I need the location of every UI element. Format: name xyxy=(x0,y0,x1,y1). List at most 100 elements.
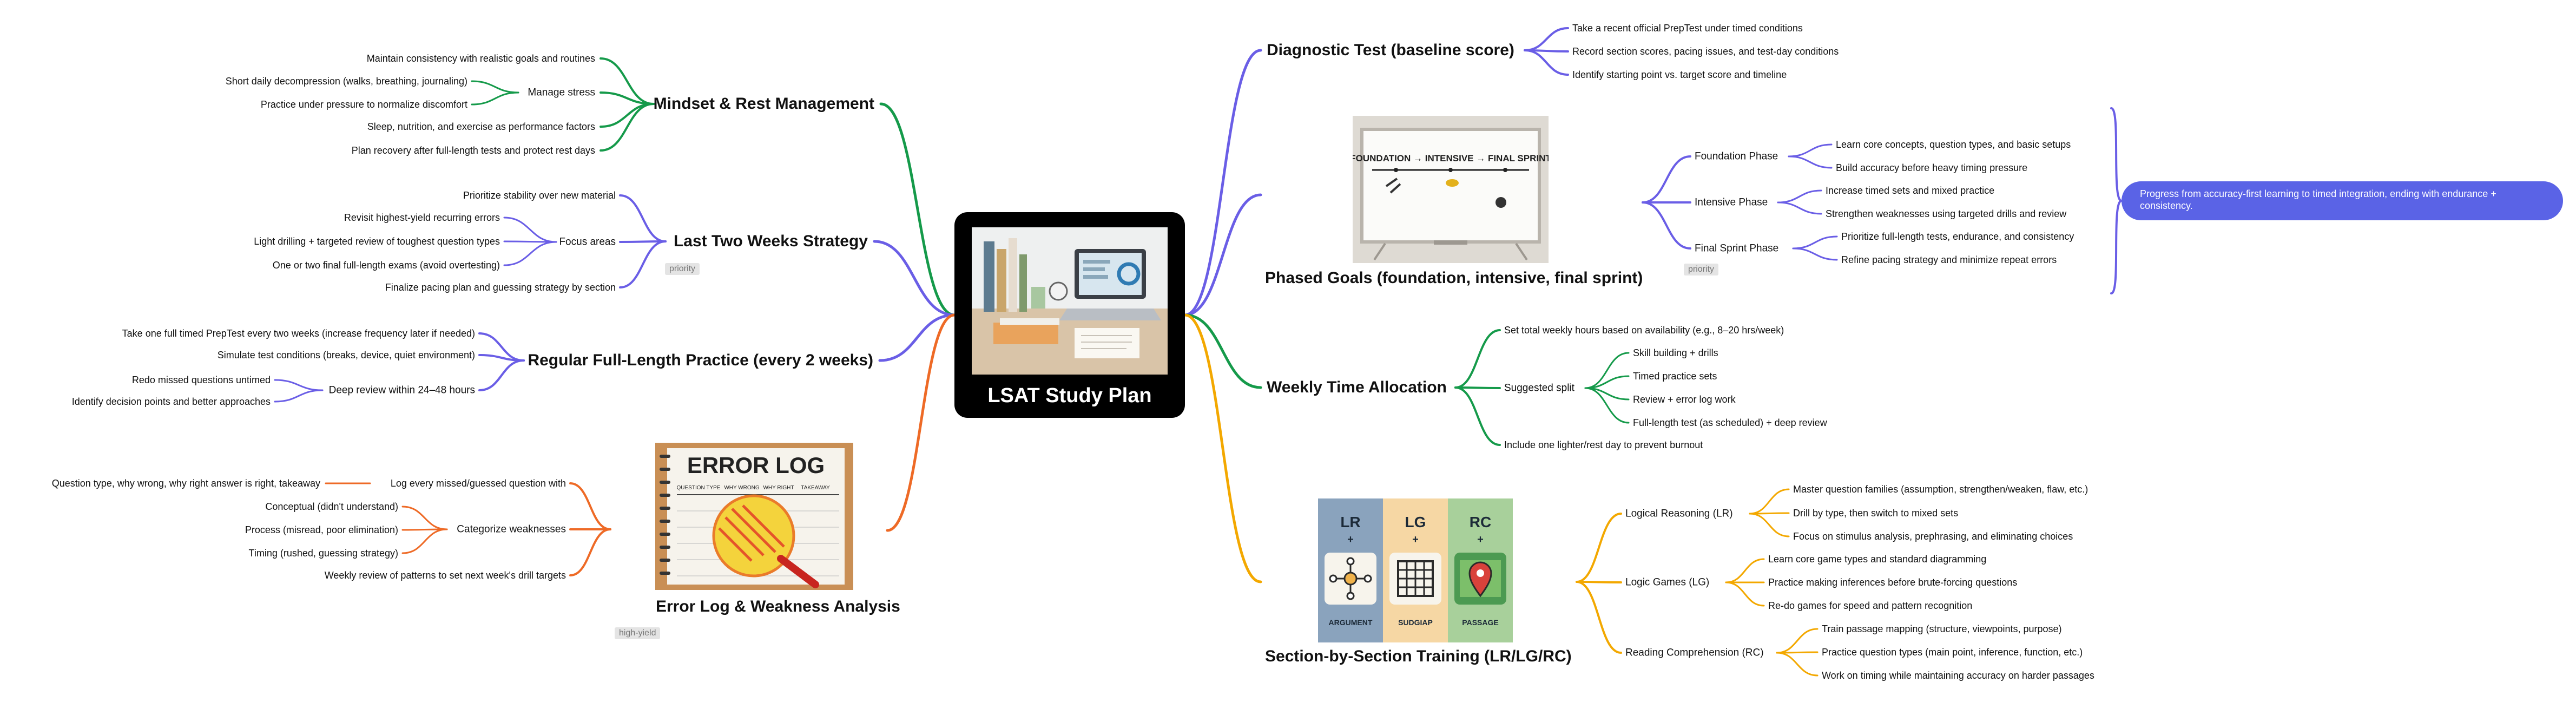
phased-refine[interactable]: Refine pacing strategy and minimize repe… xyxy=(1841,254,2057,265)
error-log-weekly-review[interactable]: Weekly review of patterns to set next we… xyxy=(324,570,566,581)
error-log-timing[interactable]: Timing (rushed, guessing strategy) xyxy=(248,548,398,559)
error-log-col-2: WHY WRONG xyxy=(724,485,760,491)
phased-summary-note[interactable]: Progress from accuracy-first learning to… xyxy=(2122,181,2563,220)
full-length-deep-review[interactable]: Deep review within 24–48 hours xyxy=(328,384,475,396)
section-lr-drill[interactable]: Drill by type, then switch to mixed sets xyxy=(1793,508,1959,519)
section-lg-redo[interactable]: Re-do games for speed and pattern recogn… xyxy=(1768,600,1973,611)
error-log-process[interactable]: Process (misread, poor elimination) xyxy=(245,524,398,535)
section-lr-master[interactable]: Master question families (assumption, st… xyxy=(1793,484,2089,495)
link-rc-2 xyxy=(1776,652,1819,677)
link-manage-practice xyxy=(471,91,519,106)
section-lg-learn[interactable]: Learn core game types and standard diagr… xyxy=(1768,554,1987,565)
link-focus-0 xyxy=(503,216,557,243)
section-rc-train[interactable]: Train passage mapping (structure, viewpo… xyxy=(1822,624,2062,634)
mindset-plan-recovery[interactable]: Plan recovery after full-length tests an… xyxy=(351,145,595,156)
weekly-include-one[interactable]: Include one lighter/rest day to prevent … xyxy=(1504,439,1703,450)
section-title[interactable]: Section-by-Section Training (LR/LG/RC) xyxy=(1265,647,1572,665)
weekly-review-error-log[interactable]: Review + error log work xyxy=(1633,394,1736,405)
weekly-set-total[interactable]: Set total weekly hours based on availabi… xyxy=(1504,325,1784,336)
link-rc-0 xyxy=(1776,628,1819,654)
last-two-one-or-two[interactable]: One or two final full-length exams (avoi… xyxy=(272,260,500,271)
link-mindset-0 xyxy=(599,57,655,105)
diagnostic-identify-start[interactable]: Identify starting point vs. target score… xyxy=(1572,69,1787,80)
link-focus-1 xyxy=(503,240,557,243)
link-root-error-log xyxy=(886,313,956,532)
error-log-image-heading: ERROR LOG xyxy=(687,452,825,478)
section-cards-image: LR LG RC + + + ARGUMENT SUDGIAP PASSAGE xyxy=(1318,498,1513,642)
link-categorize-0 xyxy=(401,506,448,530)
section-rc-practice[interactable]: Practice question types (main point, inf… xyxy=(1822,647,2083,658)
phased-increase-timed[interactable]: Increase timed sets and mixed practice xyxy=(1826,185,1995,196)
error-log-question-type[interactable]: Question type, why wrong, why right answ… xyxy=(51,478,320,489)
phased-prioritize-full[interactable]: Prioritize full-length tests, endurance,… xyxy=(1841,231,2074,242)
section-card-lg-label: SUDGIAP xyxy=(1398,618,1433,627)
link-last-two-0 xyxy=(619,194,667,242)
phased-learn-core[interactable]: Learn core concepts, question types, and… xyxy=(1836,139,2071,150)
link-error-log-0 xyxy=(569,482,611,530)
section-card-lg-abbr: LG xyxy=(1405,514,1426,530)
phased-strengthen[interactable]: Strengthen weaknesses using targeted dri… xyxy=(1826,208,2067,219)
link-mindset-2 xyxy=(599,103,655,128)
mindset-practice-pressure[interactable]: Practice under pressure to normalize dis… xyxy=(260,99,467,110)
section-lg[interactable]: Logic Games (LG) xyxy=(1625,576,1710,588)
diagnostic-take-recent[interactable]: Take a recent official PrepTest under ti… xyxy=(1572,23,1803,34)
weekly-timed-practice[interactable]: Timed practice sets xyxy=(1633,371,1717,382)
error-log-conceptual[interactable]: Conceptual (didn't understand) xyxy=(265,501,398,512)
full-length-title[interactable]: Regular Full-Length Practice (every 2 we… xyxy=(528,351,873,369)
section-rc[interactable]: Reading Comprehension (RC) xyxy=(1625,647,1764,659)
phased-intensive[interactable]: Intensive Phase xyxy=(1695,196,1768,208)
root-title: LSAT Study Plan xyxy=(987,384,1152,407)
error-log-log-every[interactable]: Log every missed/guessed question with xyxy=(390,478,566,489)
link-root-full-length xyxy=(878,313,956,362)
full-length-redo[interactable]: Redo missed questions untimed xyxy=(131,375,271,385)
section-lr-focus[interactable]: Focus on stimulus analysis, prephrasing,… xyxy=(1793,531,2073,542)
weekly-suggested-split[interactable]: Suggested split xyxy=(1504,382,1574,394)
link-deep-review-1 xyxy=(274,389,324,403)
mindset-title[interactable]: Mindset & Rest Management xyxy=(653,95,874,113)
last-two-finalize[interactable]: Finalize pacing plan and guessing strate… xyxy=(385,282,616,293)
link-section-0 xyxy=(1576,513,1622,583)
mindset-sleep[interactable]: Sleep, nutrition, and exercise as perfor… xyxy=(367,121,595,132)
last-two-light-drilling[interactable]: Light drilling + targeted review of toug… xyxy=(254,236,500,247)
full-length-simulate[interactable]: Simulate test conditions (breaks, device… xyxy=(217,350,475,360)
mindset-manage-stress[interactable]: Manage stress xyxy=(528,87,595,99)
root-node[interactable]: LSAT Study Plan xyxy=(954,212,1185,418)
phased-foundation[interactable]: Foundation Phase xyxy=(1695,150,1778,162)
link-intensive-1 xyxy=(1777,201,1822,215)
last-two-weeks-title[interactable]: Last Two Weeks Strategy xyxy=(673,232,868,250)
link-full-length-1 xyxy=(478,354,525,362)
error-log-categorize[interactable]: Categorize weaknesses xyxy=(457,523,566,535)
weekly-full-length-test[interactable]: Full-length test (as scheduled) + deep r… xyxy=(1633,417,1827,428)
section-lg-practice[interactable]: Practice making inferences before brute-… xyxy=(1768,577,2018,588)
phased-title[interactable]: Phased Goals (foundation, intensive, fin… xyxy=(1265,269,1643,287)
section-lr[interactable]: Logical Reasoning (LR) xyxy=(1625,508,1733,520)
weekly-title[interactable]: Weekly Time Allocation xyxy=(1267,378,1447,396)
section-rc-work[interactable]: Work on timing while maintaining accurac… xyxy=(1822,670,2094,681)
mindset-maintain[interactable]: Maintain consistency with realistic goal… xyxy=(366,53,595,64)
phased-final-sprint[interactable]: Final Sprint Phase xyxy=(1695,242,1779,254)
weekly-skill-building[interactable]: Skill building + drills xyxy=(1633,347,1718,358)
link-phased-0 xyxy=(1642,155,1691,204)
whiteboard-flow-text: FOUNDATION → INTENSIVE → FINAL SPRINT xyxy=(1353,153,1549,163)
last-two-prioritize[interactable]: Prioritize stability over new material xyxy=(463,190,616,201)
full-length-take-one[interactable]: Take one full timed PrepTest every two w… xyxy=(122,328,475,339)
error-log-title[interactable]: Error Log & Weakness Analysis xyxy=(656,598,900,615)
mindset-short-daily[interactable]: Short daily decompression (walks, breath… xyxy=(225,76,467,87)
section-card-rc-label: PASSAGE xyxy=(1462,618,1499,627)
last-two-revisit[interactable]: Revisit highest-yield recurring errors xyxy=(344,212,500,223)
last-two-focus-areas[interactable]: Focus areas xyxy=(559,236,616,248)
error-log-col-1: QUESTION TYPE xyxy=(677,485,721,491)
link-final-sprint-0 xyxy=(1792,235,1838,250)
link-last-two-1 xyxy=(619,240,667,243)
error-log-image: ERROR LOG QUESTION TYPE WHY WRONG WHY RI… xyxy=(655,443,853,590)
link-focus-2 xyxy=(503,241,557,266)
phased-build-accuracy[interactable]: Build accuracy before heavy timing press… xyxy=(1836,162,2028,173)
diagnostic-title[interactable]: Diagnostic Test (baseline score) xyxy=(1267,41,1514,59)
full-length-identify[interactable]: Identify decision points and better appr… xyxy=(71,396,271,407)
study-desk-image xyxy=(972,227,1168,375)
section-card-lg-plus: + xyxy=(1412,534,1419,546)
link-phased-2 xyxy=(1642,201,1691,250)
link-section-2 xyxy=(1576,581,1622,654)
diagnostic-record[interactable]: Record section scores, pacing issues, an… xyxy=(1572,46,1839,57)
grid-icon xyxy=(1389,553,1441,605)
